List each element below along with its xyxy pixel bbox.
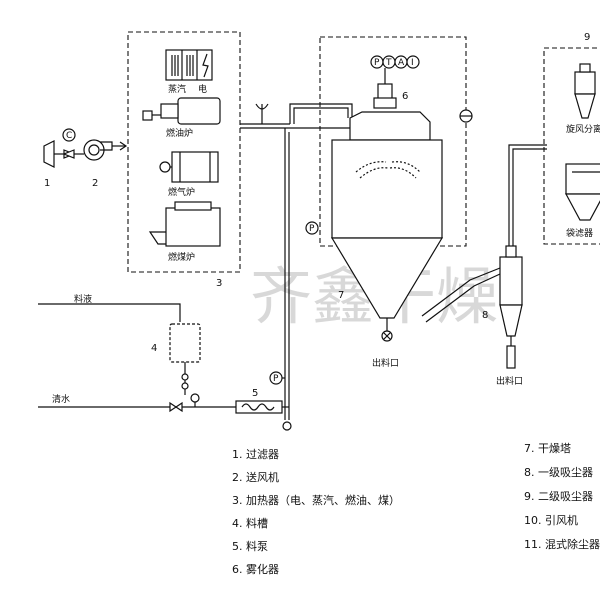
- legend-item-10: 10. 引风机: [524, 513, 578, 527]
- bag-filter-icon: [564, 163, 600, 221]
- exhaust-duct: [421, 267, 501, 323]
- instrument-i: I: [411, 58, 414, 68]
- instrument-row: P T A I: [370, 55, 420, 69]
- number-8: 8: [482, 310, 488, 321]
- legend-item-3: 3. 加热器（电、蒸汽、燃油、煤）: [232, 493, 400, 507]
- number-4: 4: [151, 343, 157, 354]
- bag-filter-label: 袋滤器: [566, 227, 593, 239]
- heater-box: [127, 31, 241, 273]
- instrument-t: T: [385, 58, 392, 68]
- electric-label: 电: [198, 83, 207, 95]
- legend-item-4: 4. 料槽: [232, 516, 268, 530]
- cyclone-separator-label: 旋风分离: [566, 123, 600, 135]
- gas-furnace-label: 燃气炉: [168, 186, 195, 198]
- cyclone-outlet-label: 出料口: [496, 375, 523, 387]
- number-7: 7: [338, 290, 344, 301]
- pressure-symbol-feed: P: [273, 374, 279, 384]
- hot-air-duct: [240, 103, 353, 129]
- clean-water-label: 清水: [52, 393, 70, 405]
- gas-furnace-icon: [159, 151, 219, 183]
- filter-unit: [43, 140, 64, 168]
- legend-item-1: 1. 过滤器: [232, 448, 279, 461]
- legend-item-2: 2. 送风机: [232, 470, 279, 484]
- instrument-a: A: [398, 58, 405, 68]
- steam-label: 蒸汽: [168, 83, 186, 95]
- coal-furnace-icon: [148, 201, 221, 247]
- tower-outlet-label: 出料口: [372, 357, 399, 369]
- number-9: 9: [584, 32, 590, 43]
- legend-item-7: 7. 干燥塔: [524, 442, 571, 455]
- oil-furnace-icon: [142, 97, 221, 125]
- feed-pipe: [282, 128, 292, 431]
- legend-left: 1. 过滤器 2. 送风机 3. 加热器（电、蒸汽、燃油、煤） 4. 料槽 5.…: [232, 448, 400, 576]
- pump-line: [38, 400, 289, 414]
- oil-furnace-label: 燃油炉: [166, 127, 193, 139]
- number-3: 3: [216, 278, 222, 289]
- pressure-symbol-tower: P: [309, 224, 315, 234]
- vent-symbol: [459, 109, 473, 123]
- feed-tank: [38, 303, 201, 403]
- drying-tower: [330, 139, 444, 342]
- cyclone-separator-icon: [574, 63, 596, 119]
- atomizer-unit: [349, 68, 431, 160]
- number-1: 1: [44, 178, 50, 189]
- secondary-duct: [508, 144, 547, 246]
- feed-liquid-label: 料液: [74, 293, 92, 305]
- steam-electric-icon: [165, 49, 213, 81]
- number-6: 6: [402, 91, 408, 102]
- legend-item-11: 11. 混式除尘器: [524, 537, 600, 551]
- number-2: 2: [92, 178, 98, 189]
- air-fan-unit: C: [62, 128, 128, 161]
- legend-item-6: 6. 雾化器: [232, 562, 279, 576]
- coal-furnace-label: 燃煤炉: [168, 251, 195, 263]
- number-5: 5: [252, 388, 258, 399]
- pressure-gauge-tower: [305, 221, 319, 235]
- legend-right: 7. 干燥塔 8. 一级吸尘器 9. 二级吸尘器 10. 引风机 11. 混式除…: [524, 442, 600, 551]
- first-cyclone: [499, 245, 523, 369]
- legend-item-8: 8. 一级吸尘器: [524, 466, 593, 479]
- legend-item-5: 5. 料泵: [232, 539, 268, 553]
- fan-symbol: C: [66, 131, 72, 141]
- instrument-p: P: [374, 58, 380, 68]
- legend-item-9: 9. 二级吸尘器: [524, 490, 593, 503]
